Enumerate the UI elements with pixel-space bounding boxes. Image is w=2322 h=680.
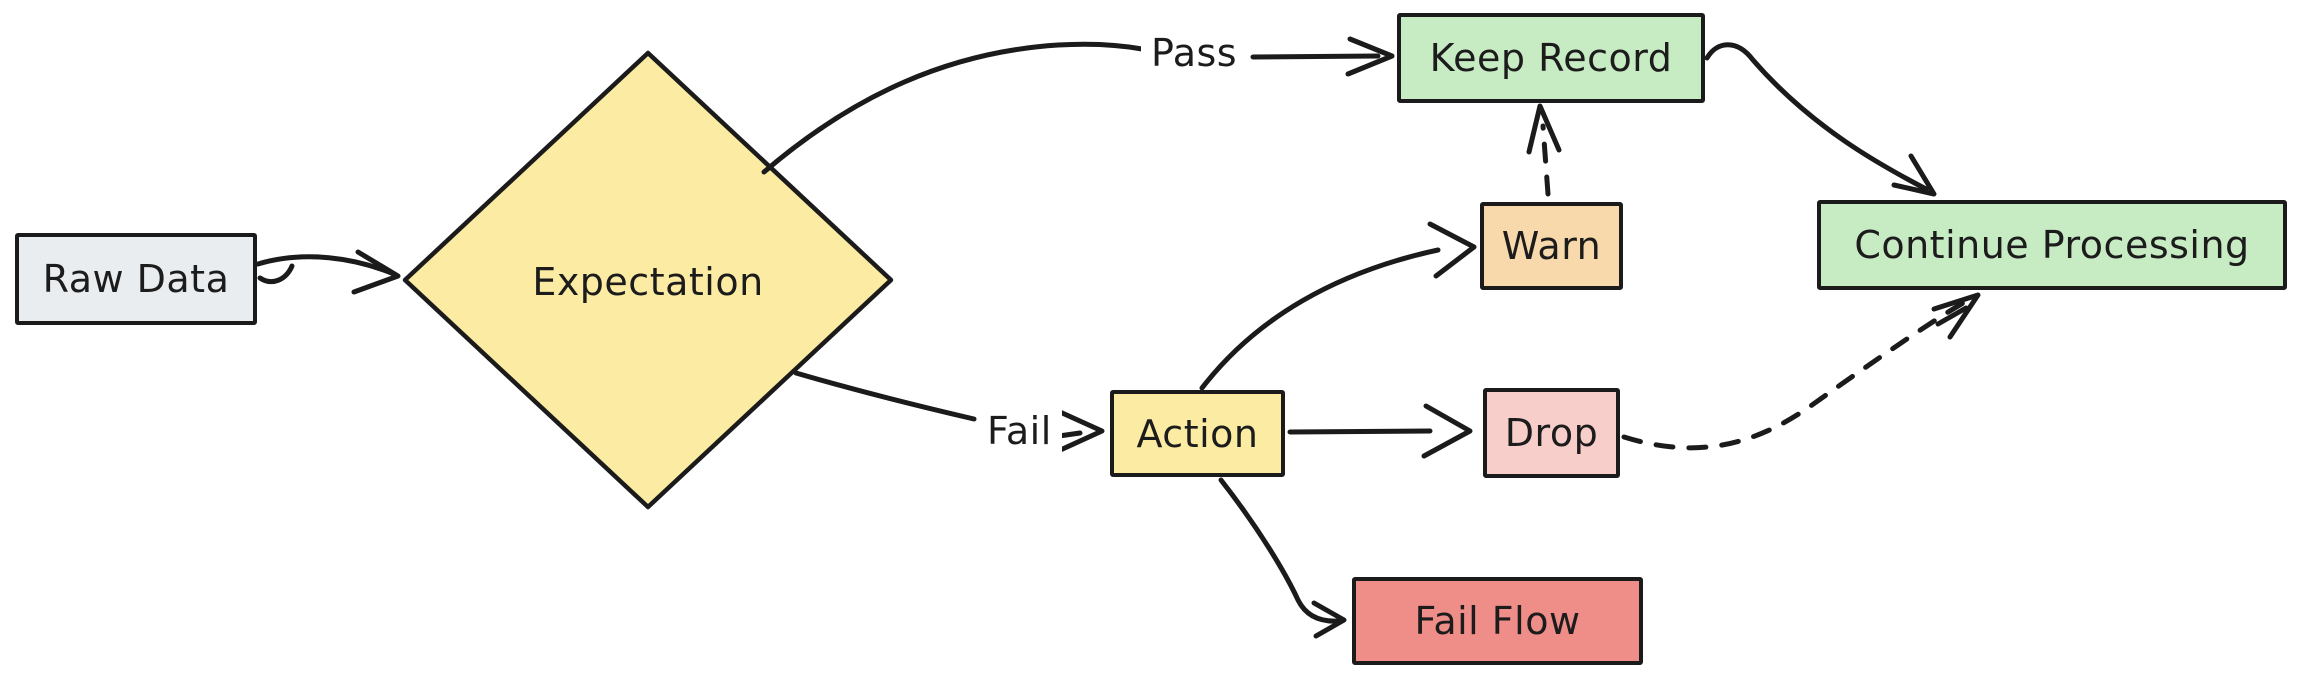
node-keep-record: Keep Record (1397, 13, 1705, 103)
node-continue-processing: Continue Processing (1817, 200, 2287, 290)
edge-warn-to-keep-record (1540, 123, 1551, 197)
node-action: Action (1110, 390, 1285, 477)
edge-warn-arrowhead (1427, 221, 1477, 279)
node-drop: Drop (1483, 388, 1620, 478)
edge-pass-arrowhead (1345, 36, 1395, 77)
edge-drop-arrowhead (1421, 403, 1473, 459)
node-keep-record-label: Keep Record (1429, 36, 1673, 80)
node-expectation-label: Expectation (532, 260, 764, 304)
edge-action-to-fail-flow (1218, 477, 1341, 624)
edge-drop-continue-arrowhead (1931, 292, 1981, 340)
node-fail-flow: Fail Flow (1352, 577, 1643, 665)
edge-keep-record-to-continue (1704, 42, 1929, 192)
edge-raw-data-arrowhead (351, 249, 401, 295)
node-raw-data-label: Raw Data (42, 257, 230, 301)
node-continue-processing-label: Continue Processing (1854, 223, 2250, 267)
node-action-label: Action (1136, 411, 1259, 456)
node-drop-label: Drop (1504, 411, 1599, 455)
edge-warn-keep-arrowhead (1526, 103, 1562, 155)
edge-action-to-warn (1199, 247, 1441, 391)
edge-action-to-drop (1287, 428, 1433, 435)
edge-drop-to-continue (1621, 296, 1973, 451)
edge-drop-continue-arrowhead-inner (1935, 305, 1969, 327)
edge-expectation-to-fail (793, 370, 977, 422)
node-raw-data: Raw Data (15, 233, 257, 325)
edge-label-fail: Fail (977, 406, 1062, 456)
edge-expectation-to-pass (761, 41, 1145, 175)
edge-keep-record-arrowhead (1891, 153, 1937, 197)
node-fail-flow-label: Fail Flow (1414, 599, 1581, 643)
edge-raw-data-hook (257, 263, 295, 284)
node-warn: Warn (1480, 202, 1623, 290)
edge-pass-to-keep-record (1250, 53, 1381, 60)
edge-raw-data-to-expectation (255, 254, 397, 277)
edge-fail-arrowhead (1053, 409, 1105, 455)
edge-label-pass: Pass (1141, 28, 1248, 78)
node-warn-label: Warn (1501, 224, 1602, 268)
edge-fail-flow-arrowhead (1311, 600, 1347, 639)
